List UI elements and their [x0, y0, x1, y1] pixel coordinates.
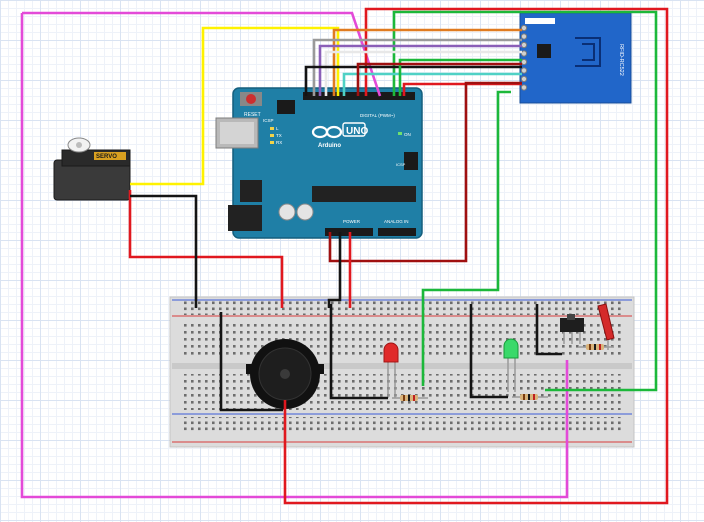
wire-red-servo-vcc	[128, 190, 284, 308]
rfid-module: RFID-RC522	[519, 12, 632, 104]
rfid-pin	[520, 33, 528, 40]
wire-purple-rfid	[318, 44, 522, 96]
rfid-pin	[520, 84, 528, 91]
rfid-pin-header	[520, 24, 528, 91]
wire-green-rfid	[398, 58, 522, 96]
digital-label: DIGITAL (PWM~)	[360, 113, 395, 118]
slide-switch	[560, 314, 584, 344]
wires	[20, 7, 669, 505]
wire-magenta-top	[22, 11, 382, 97]
wire-black-buzzer-gnd	[219, 312, 283, 412]
icsp2-label: ICSP	[396, 162, 406, 167]
analog-header	[378, 228, 416, 236]
red-led	[383, 342, 399, 398]
analog-label: ANALOG IN	[384, 219, 409, 224]
rfid-pin	[520, 24, 528, 32]
icsp2-header	[404, 152, 418, 170]
wire-red-5v-long	[283, 7, 669, 505]
reset-button	[246, 94, 256, 104]
breadboard	[169, 296, 635, 448]
wire-magenta-loop	[20, 13, 569, 499]
reset-label: RESET	[244, 112, 261, 118]
force-sensor	[597, 303, 615, 350]
wire-black-gnd-rail	[327, 232, 342, 308]
wire-black-rfid-gnd	[304, 65, 522, 96]
rfid-pin	[520, 58, 528, 66]
resistor-2	[512, 394, 548, 400]
rfid-pin	[520, 75, 528, 83]
wire-green-led	[421, 90, 511, 386]
servo-label: SERVO	[96, 154, 117, 160]
l-label: L	[276, 126, 279, 131]
wire-black-servo-gnd	[130, 194, 198, 308]
rfid-label: RFID-RC522	[618, 44, 624, 76]
wire-darkred-rfid	[356, 62, 522, 96]
regulator-chip	[240, 180, 262, 202]
power-jack	[228, 205, 262, 231]
on-label: ON	[404, 132, 411, 137]
wire-black-switch-gnd	[535, 304, 562, 356]
arduino-logo: Arduino	[311, 125, 343, 149]
rfid-pin	[520, 50, 528, 57]
wire-gray-rfid	[312, 38, 522, 96]
wire-black-led2-gnd	[469, 304, 508, 399]
tx-label: TX	[276, 133, 282, 138]
wire-yellow-servo-signal	[130, 26, 340, 186]
icsp-label: ICSP	[263, 118, 274, 123]
wire-black-led1-gnd	[329, 304, 388, 400]
arduino-uno-board: RESET ICSP DIGITAL (PWM~) TX RX L Arduin…	[215, 87, 423, 239]
icsp-header	[277, 100, 295, 114]
servo-motor: SERVO	[53, 137, 131, 201]
wire-cyan-rfid	[342, 72, 522, 96]
wire-orange-rfid	[332, 28, 522, 96]
power-label: POWER	[343, 219, 361, 224]
arduino-brand: Arduino	[318, 143, 341, 149]
wire-white-rfid	[324, 50, 522, 96]
wire-darkred-arduino-rfid	[328, 81, 522, 263]
green-led	[503, 338, 519, 392]
rfid-pin	[520, 41, 528, 49]
arduino-model: UNO	[346, 126, 368, 137]
atmega-chip	[312, 186, 416, 202]
resistor-1	[392, 395, 428, 401]
rfid-pin	[520, 67, 528, 74]
rx-label: RX	[276, 140, 282, 145]
